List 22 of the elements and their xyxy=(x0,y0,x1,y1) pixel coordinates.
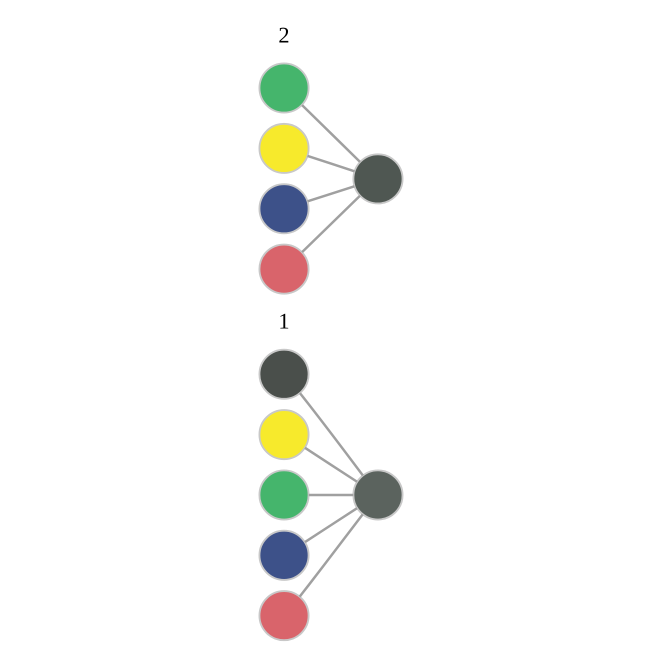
node-circle xyxy=(258,590,310,642)
connector xyxy=(304,446,358,483)
label: 2 xyxy=(278,22,290,48)
node-circle xyxy=(258,469,310,520)
node-circle xyxy=(258,122,310,174)
node-circle xyxy=(258,348,310,400)
connector xyxy=(301,194,361,254)
node-circle xyxy=(258,244,310,295)
connector xyxy=(307,185,355,203)
node-circle xyxy=(258,530,310,581)
connector xyxy=(308,494,354,496)
connector xyxy=(298,514,364,598)
connector xyxy=(304,507,358,544)
label: 1 xyxy=(278,308,290,334)
connector xyxy=(298,392,364,476)
connector xyxy=(301,104,361,163)
node-circle xyxy=(352,469,404,520)
node-circle xyxy=(258,62,310,114)
node-circle xyxy=(258,409,310,460)
connector xyxy=(307,154,355,173)
node-circle xyxy=(352,153,404,204)
node-circle xyxy=(258,183,310,234)
